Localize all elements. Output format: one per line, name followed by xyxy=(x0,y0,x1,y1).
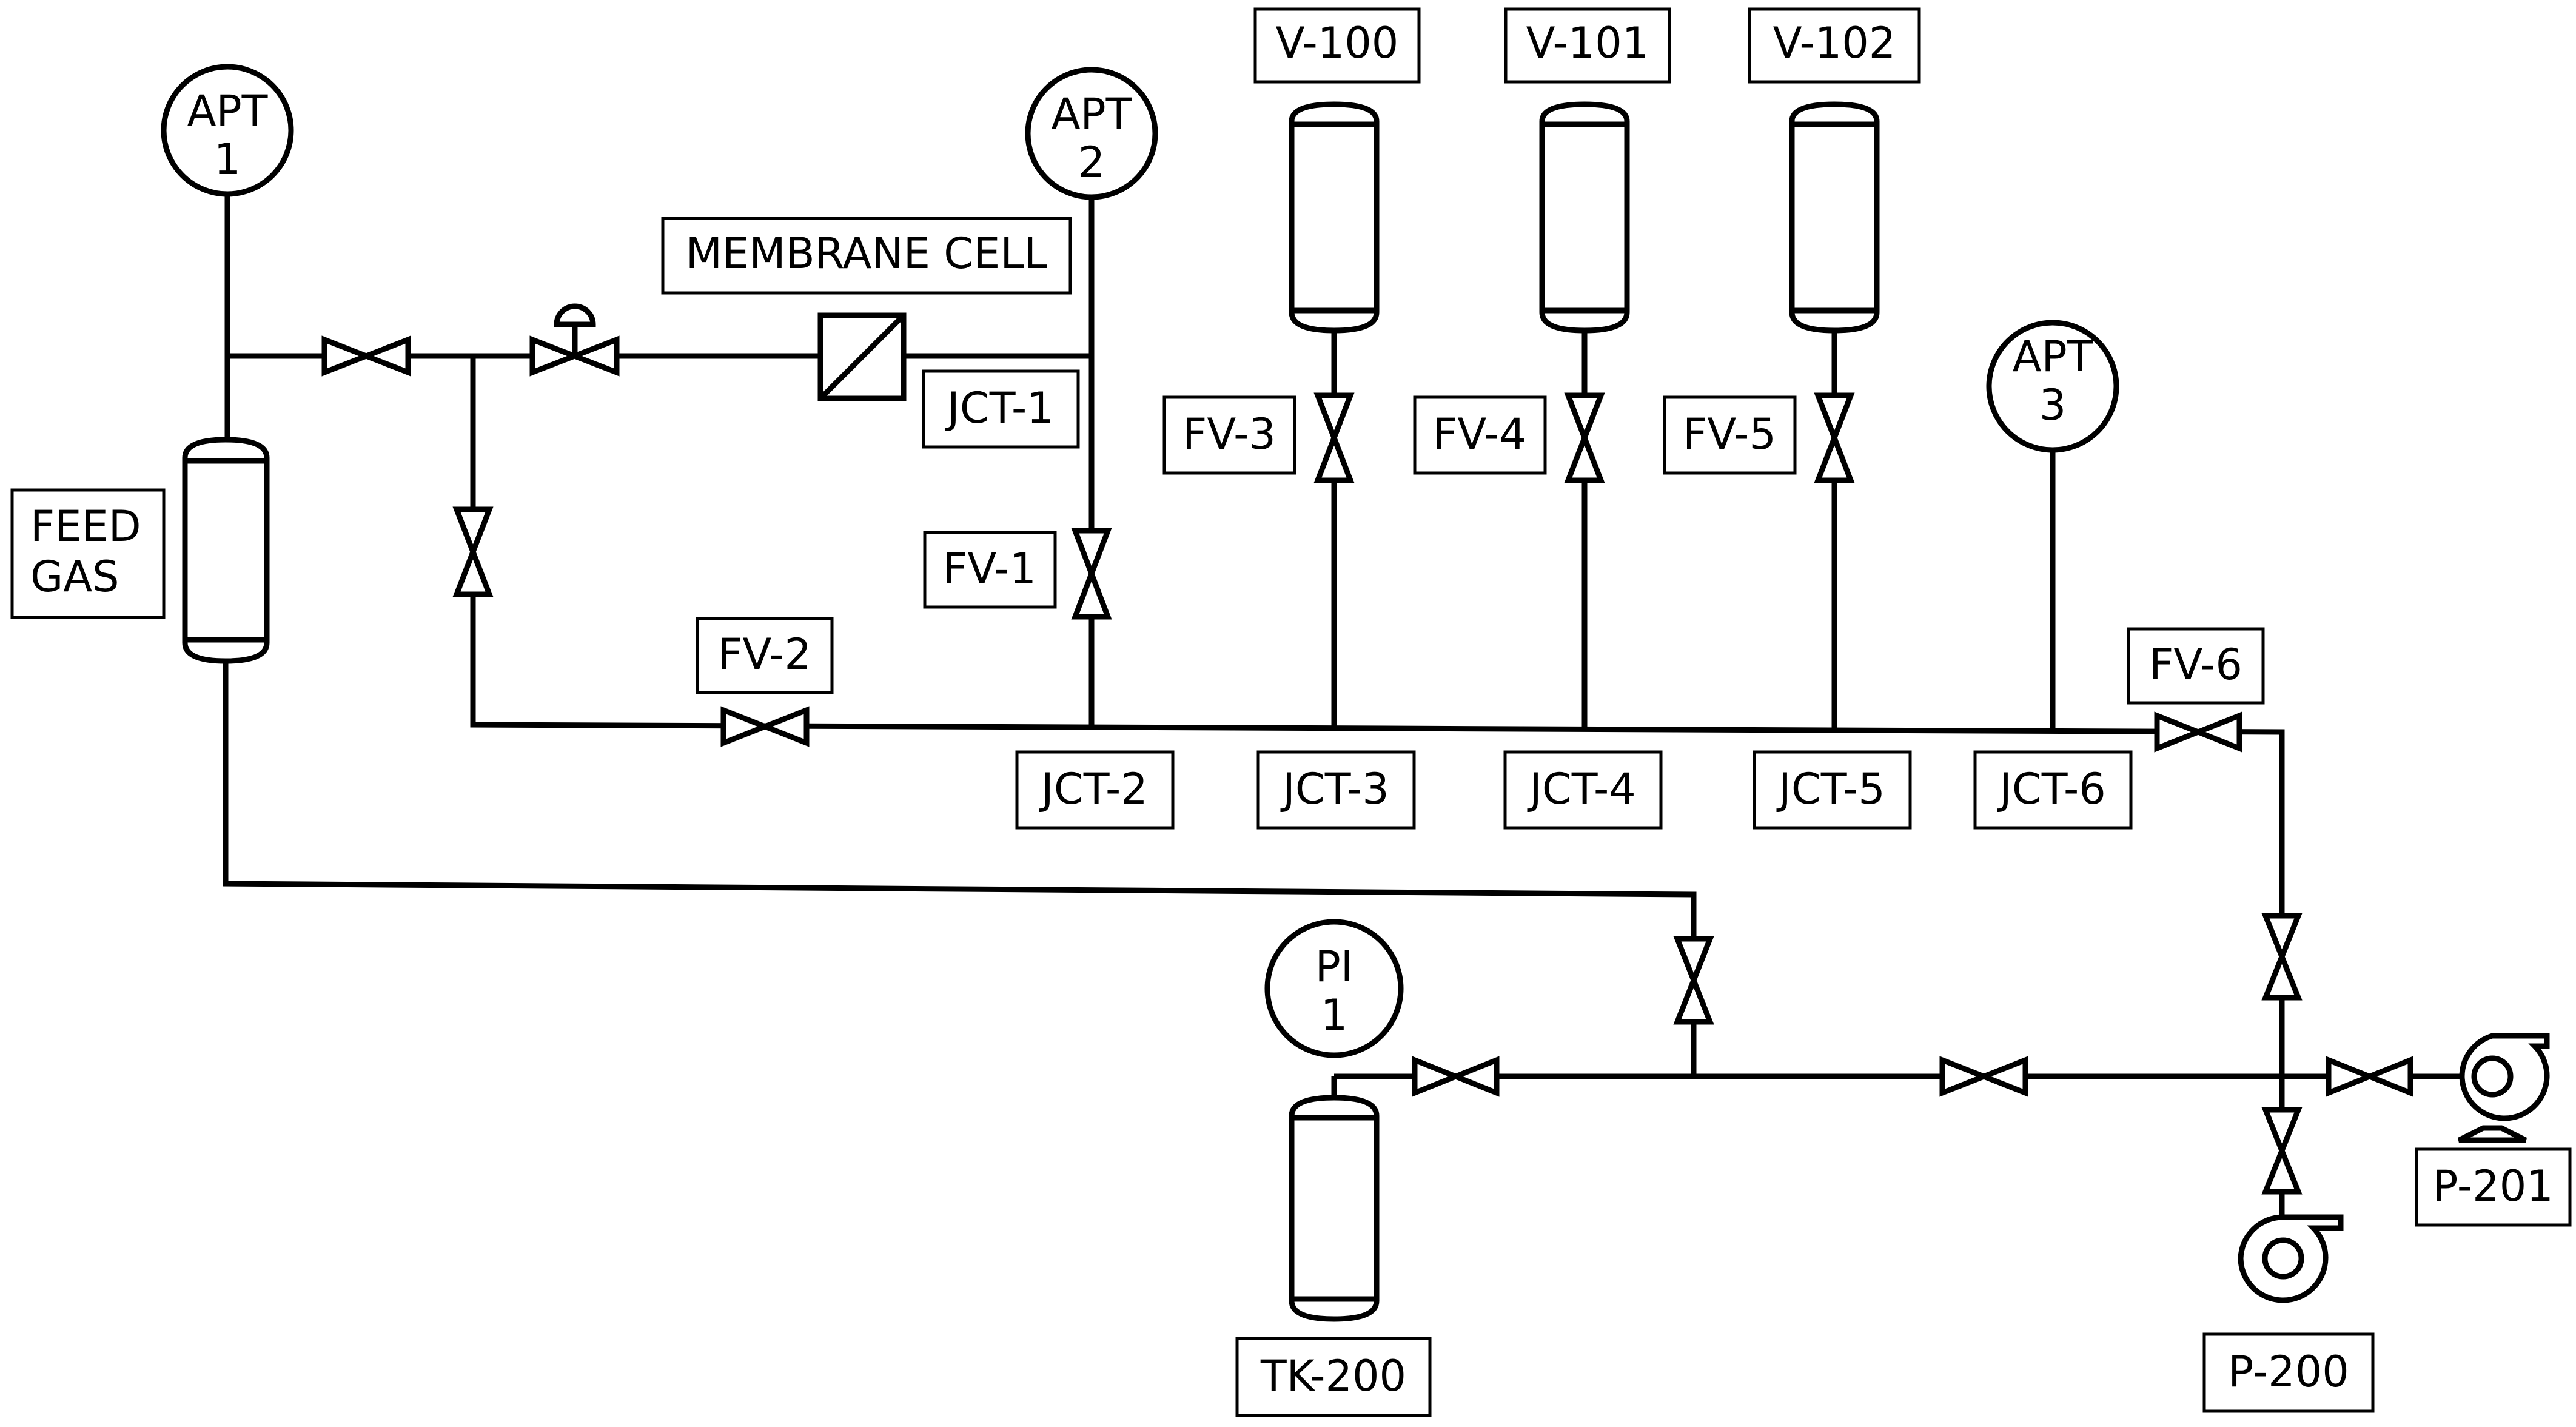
feed-gas-cylinder xyxy=(182,437,270,664)
p201-label: P-201 xyxy=(2432,1161,2554,1211)
fv4-label: FV-4 xyxy=(1433,409,1526,459)
apt1-instrument[interactable]: APT 1 xyxy=(161,64,294,197)
v101-vessel[interactable] xyxy=(1539,101,1630,334)
membrane-cell-label: MEMBRANE CELL xyxy=(686,229,1048,278)
apt3-label-line1: APT xyxy=(2013,332,2093,381)
fv2-label: FV-2 xyxy=(718,630,811,679)
fv4-tag: FV-4 xyxy=(1413,395,1547,475)
fv5-valve-symbol[interactable] xyxy=(1814,392,1855,483)
jct6-label: JCT-6 xyxy=(1997,764,2106,814)
jct2-tag: JCT-2 xyxy=(1015,750,1175,830)
v102-label: V-102 xyxy=(1773,18,1896,68)
jct4-label: JCT-4 xyxy=(1527,764,1636,814)
fv3-tag: FV-3 xyxy=(1162,395,1296,475)
fv5-label: FV-5 xyxy=(1683,409,1776,459)
top-header-valve[interactable] xyxy=(321,335,411,377)
pipe-network xyxy=(223,194,2462,1216)
jct6-tag: JCT-6 xyxy=(1973,750,2133,830)
p201-pump-symbol[interactable] xyxy=(2457,1033,2550,1143)
jct3-tag: JCT-3 xyxy=(1256,750,1416,830)
v101-label: V-101 xyxy=(1526,18,1649,68)
v102-tag: V-102 xyxy=(1748,7,1921,84)
p200-tag: P-200 xyxy=(2202,1332,2375,1413)
pi1-label-line2: 1 xyxy=(1321,990,1348,1040)
jct1-tag: JCT-1 xyxy=(922,369,1080,449)
pi1-label-line1: PI xyxy=(1315,942,1353,992)
tk200-tag: TK-200 xyxy=(1235,1337,1432,1417)
tk200-label: TK-200 xyxy=(1260,1351,1406,1401)
membrane-cell-tag: MEMBRANE CELL xyxy=(661,217,1072,295)
p200-label: P-200 xyxy=(2228,1347,2349,1397)
jct4-tag: JCT-4 xyxy=(1503,750,1663,830)
tk200-valve[interactable] xyxy=(1412,1056,1500,1097)
apt3-label-line2: 3 xyxy=(2039,380,2067,430)
fv6-valve-symbol[interactable] xyxy=(2154,711,2242,753)
fv2-valve-symbol[interactable] xyxy=(720,706,810,747)
control-valve-actuator xyxy=(554,303,596,327)
p201-tag: P-201 xyxy=(2415,1147,2572,1227)
v100-tag: V-100 xyxy=(1253,7,1421,84)
v100-vessel[interactable] xyxy=(1289,101,1380,334)
fv5-tag: FV-5 xyxy=(1663,395,1797,475)
bypass-valve[interactable] xyxy=(452,506,494,597)
feed-gas-tag: FEED GAS xyxy=(10,488,166,619)
apt2-instrument[interactable]: APT 2 xyxy=(1025,67,1158,200)
right-riser-valve[interactable] xyxy=(2261,913,2303,1001)
fv1-valve-symbol[interactable] xyxy=(1071,528,1112,620)
fv3-valve-symbol[interactable] xyxy=(1313,392,1355,483)
apt1-label-line2: 1 xyxy=(214,135,241,184)
jct5-tag: JCT-5 xyxy=(1753,750,1912,830)
jct2-label: JCT-2 xyxy=(1039,764,1148,814)
fv6-tag: FV-6 xyxy=(2127,627,2265,705)
jct3-label: JCT-3 xyxy=(1280,764,1389,814)
fv6-label: FV-6 xyxy=(2149,640,2242,690)
v100-label: V-100 xyxy=(1276,18,1399,68)
v101-tag: V-101 xyxy=(1504,7,1671,84)
feed-gas-outlet-pipe xyxy=(223,661,1697,1076)
jct5-label: JCT-5 xyxy=(1776,764,1885,814)
fv1-tag: FV-1 xyxy=(923,531,1057,609)
v102-vessel[interactable] xyxy=(1789,101,1880,334)
feed-gas-label-line1: FEED xyxy=(30,502,141,551)
tk200-tank[interactable] xyxy=(1289,1095,1380,1322)
fv3-label: FV-3 xyxy=(1182,409,1276,459)
apt2-label-line1: APT xyxy=(1052,89,1132,139)
jct1-label: JCT-1 xyxy=(945,383,1054,433)
fv4-valve-symbol[interactable] xyxy=(1564,392,1605,483)
apt3-instrument[interactable]: APT 3 xyxy=(1986,320,2119,453)
fv1-label: FV-1 xyxy=(943,544,1036,594)
vessels xyxy=(182,101,1880,1322)
p201-valve[interactable] xyxy=(2326,1056,2413,1097)
apt1-label-line1: APT xyxy=(187,86,268,136)
p200-valve[interactable] xyxy=(2261,1107,2303,1195)
feed-bypass-valve[interactable] xyxy=(1673,936,1714,1025)
valve-symbols xyxy=(321,303,2413,1195)
fv2-tag: FV-2 xyxy=(696,617,834,694)
apt2-label-line2: 2 xyxy=(1078,138,1105,187)
feed-gas-label-line2: GAS xyxy=(30,552,119,602)
p200-pump-symbol[interactable] xyxy=(2238,1214,2344,1303)
lower-header-valve[interactable] xyxy=(1939,1056,2028,1097)
membrane-cell-symbol[interactable] xyxy=(817,312,907,401)
pi1-instrument[interactable]: PI 1 xyxy=(1264,919,1404,1058)
label-boxes: V-100 V-101 V-102 MEMBRANE CELL FEED GAS… xyxy=(10,7,2572,1417)
